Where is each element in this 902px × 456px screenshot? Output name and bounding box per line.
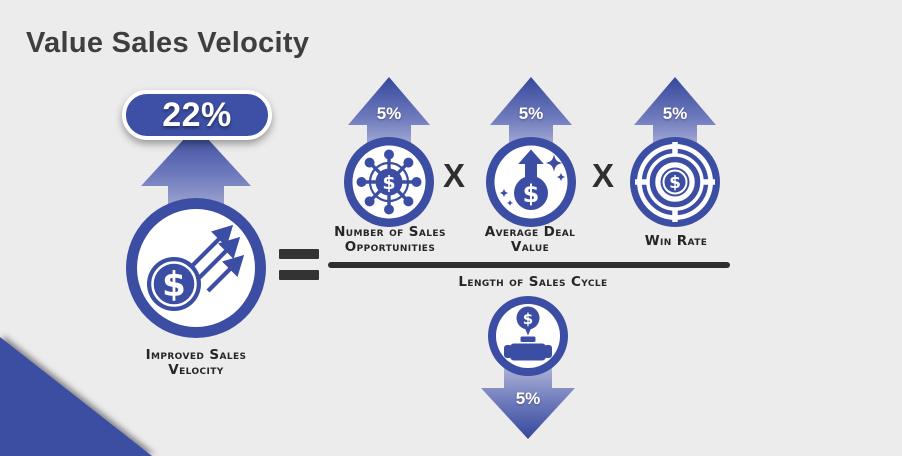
- factor1-delta: 5%: [376, 104, 402, 123]
- factor2-up-arrow: [490, 77, 572, 148]
- dollar-glyph: $: [382, 172, 395, 194]
- dollar-target-icon: $: [630, 137, 720, 227]
- result-label: Improved Sales Velocity: [145, 347, 247, 378]
- multiply-operator-2: X: [591, 157, 614, 194]
- dollar-glyph: $: [523, 180, 540, 208]
- improvement-badge: 22%: [122, 90, 272, 140]
- factor3-label: Win Rate: [644, 233, 708, 249]
- corner-triangle-decoration: [0, 337, 152, 456]
- improvement-badge-value: 22%: [162, 95, 232, 134]
- dollar-glyph: $: [523, 310, 533, 328]
- briefcase-dollar-icon: $: [488, 296, 568, 376]
- multiply-operator-1: X: [442, 157, 465, 194]
- dollar-network-icon: $: [344, 137, 434, 227]
- factor1-up-arrow: [348, 77, 430, 148]
- factor2-label: Average Deal Value: [484, 224, 576, 255]
- factor1-label: Number of Sales Opportunities: [334, 224, 446, 255]
- money-growth-arrows-icon: $: [126, 198, 266, 338]
- equals-bar-top: [279, 249, 319, 259]
- rising-dollar-icon: $: [486, 137, 576, 227]
- equals-bar-bottom: [279, 270, 319, 280]
- denominator-label: Length of Sales Cycle: [458, 274, 608, 290]
- dollar-glyph: $: [669, 173, 681, 193]
- result-up-arrow: [141, 126, 251, 216]
- fraction-bar: [328, 262, 730, 268]
- factor2-delta: 5%: [518, 104, 544, 123]
- equals-sign: [279, 249, 319, 281]
- factor3-delta: 5%: [662, 104, 688, 123]
- dollar-glyph: $: [162, 265, 186, 305]
- page-title: Value Sales Velocity: [26, 27, 310, 59]
- denominator-delta: 5%: [515, 389, 541, 408]
- factor3-up-arrow: [634, 77, 716, 148]
- denominator-down-arrow: [481, 368, 575, 439]
